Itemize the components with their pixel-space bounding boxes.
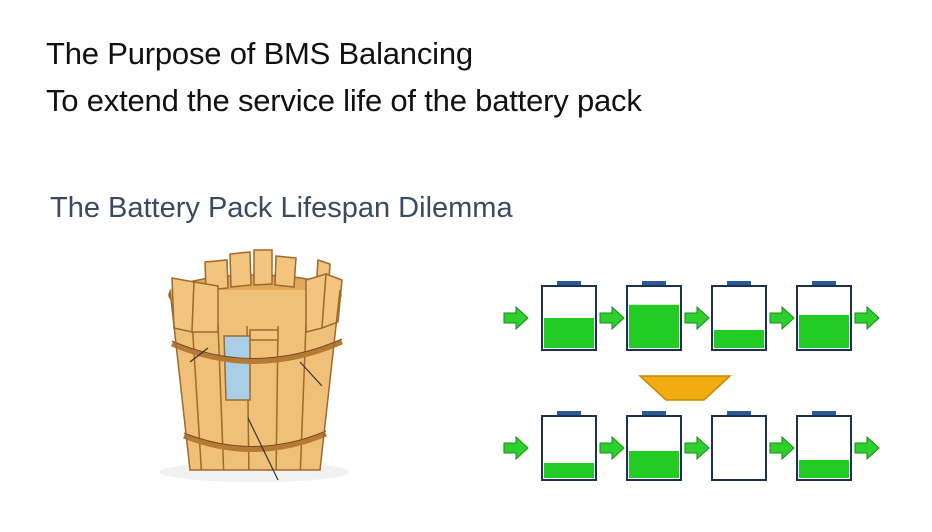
battery-terminal xyxy=(642,411,666,416)
green-right-arrow-icon xyxy=(503,305,529,331)
battery-terminal xyxy=(557,411,581,416)
battery-charge-level xyxy=(544,463,594,478)
green-right-arrow-icon xyxy=(503,435,529,461)
section-subheading: The Battery Pack Lifespan Dilemma xyxy=(50,192,513,224)
battery-row-before xyxy=(503,281,880,351)
battery-charge-level xyxy=(629,451,679,478)
green-right-arrow-icon xyxy=(684,305,710,331)
green-right-arrow-icon xyxy=(769,435,795,461)
battery-charge-level xyxy=(629,304,679,348)
green-right-arrow-icon xyxy=(599,305,625,331)
battery-terminal xyxy=(557,281,581,286)
green-right-arrow-icon xyxy=(684,435,710,461)
green-right-arrow-icon xyxy=(769,305,795,331)
battery-cell xyxy=(711,415,767,481)
heading-purpose: The Purpose of BMS Balancing xyxy=(46,36,473,71)
green-right-arrow-icon xyxy=(854,435,880,461)
battery-terminal xyxy=(727,411,751,416)
green-right-arrow-icon xyxy=(599,435,625,461)
page-heading: The Purpose of BMS Balancing To extend t… xyxy=(46,30,642,124)
green-right-arrow-icon xyxy=(854,305,880,331)
battery-terminal xyxy=(642,281,666,286)
battery-terminal xyxy=(812,411,836,416)
battery-cells-diagram xyxy=(503,281,880,481)
battery-charge-level xyxy=(544,318,594,348)
battery-row-after xyxy=(503,411,880,481)
battery-terminal xyxy=(727,281,751,286)
battery-charge-level xyxy=(799,460,849,478)
battery-charge-level xyxy=(714,330,764,348)
orange-down-arrow-icon xyxy=(638,375,732,401)
heading-goal: To extend the service life of the batter… xyxy=(46,83,642,118)
battery-terminal xyxy=(812,281,836,286)
battery-charge-level xyxy=(799,315,849,348)
wooden-bucket-icon xyxy=(160,249,350,482)
